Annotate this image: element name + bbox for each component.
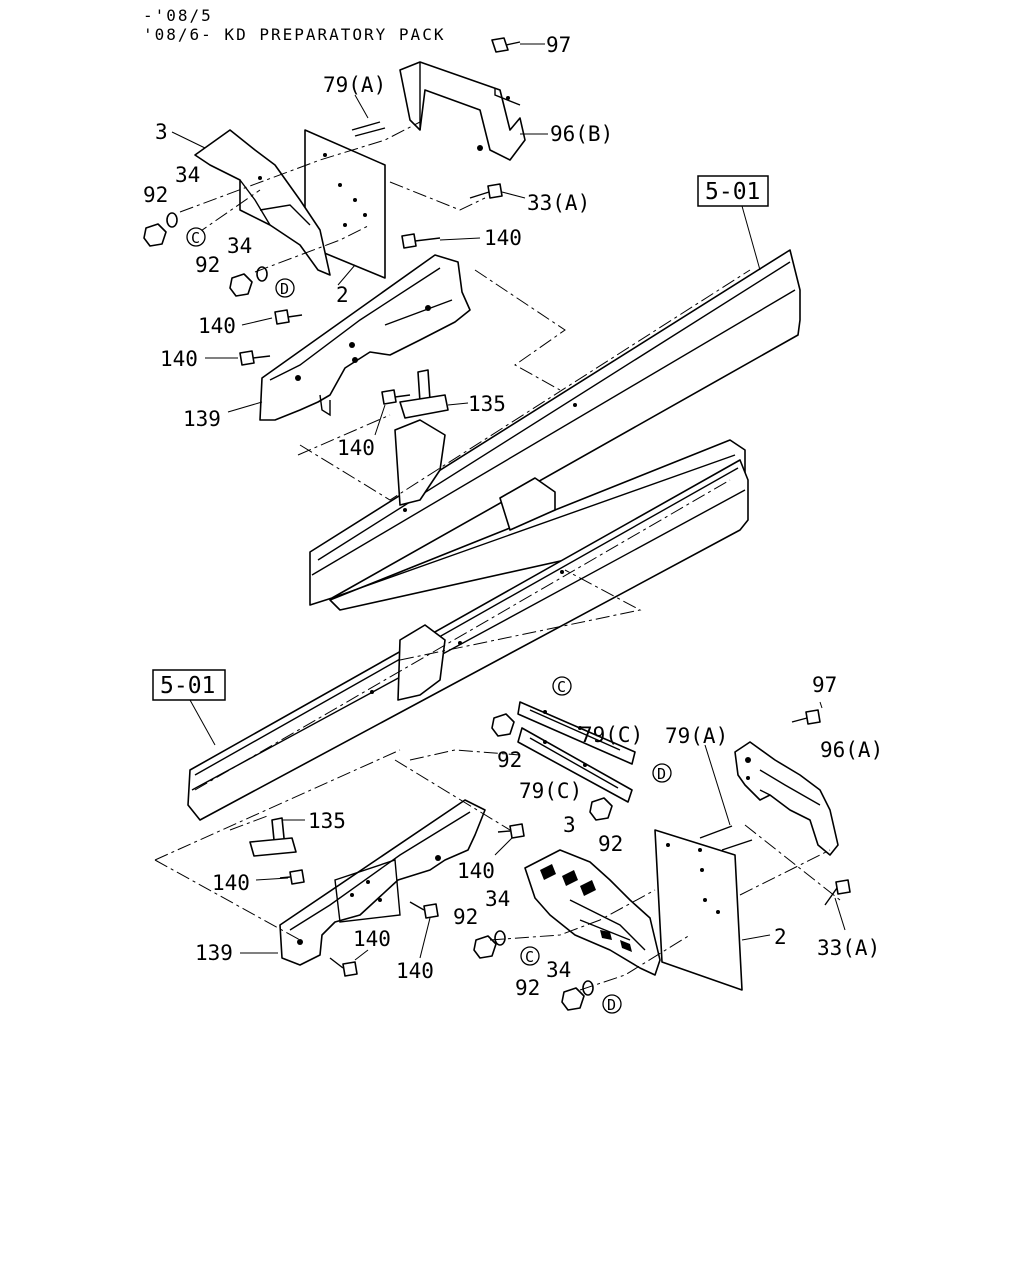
label-3-top: 3 [155,120,168,144]
label-92-bottom-d: 92 [515,976,540,1000]
marker-c-top: C [186,227,206,247]
mudguard-3-bottom [524,849,661,976]
label-33a-bottom: 33(A) [817,936,880,960]
label-140-bottom-c: 140 [353,927,391,951]
plates-79c [517,701,636,803]
label-139-top: 139 [183,407,221,431]
marker-c-bottom-2: C [520,946,540,966]
label-92-top-a: 92 [143,183,168,207]
ref-box-bottom[interactable]: 5-01 [152,669,226,746]
label-79a-bottom: 79(A) [665,724,728,748]
label-33a-top: 33(A) [527,191,590,215]
bolt-33a-bottom [824,879,851,931]
mudguard-3-top [194,129,331,276]
header-line-2: '08/6- KD PREPARATORY PACK [143,25,445,44]
label-92-bottom-c: 92 [453,905,478,929]
label-97-bottom: 97 [812,673,837,697]
marker-d-bottom-1: D [652,763,672,783]
label-34-top-a: 34 [175,163,200,187]
label-140-top-a: 140 [484,226,522,250]
bolts-140-top [205,233,481,436]
label-140-top-d: 140 [337,436,375,460]
label-140-bottom-a: 140 [457,859,495,883]
label-139-bottom: 139 [195,941,233,965]
assembly-lines-bottom [154,569,841,991]
bracket-139-top [259,254,471,421]
bracket-135-bottom [249,817,305,857]
marker-c-bottom-1: C [552,676,572,696]
label-34-bottom-a: 34 [485,887,510,911]
svg-text:C: C [525,948,534,966]
ref-label-bottom: 5-01 [160,673,215,699]
label-135-bottom: 135 [308,809,346,833]
fasteners-92-34-bottom [473,713,613,1011]
label-79c-bottom-b: 79(C) [519,779,582,803]
label-96b-top: 96(B) [550,122,613,146]
bracket-139-bottom [279,799,486,966]
bracket-96b-top [399,61,526,161]
bolt-97-bottom [791,701,823,725]
bolt-33a-top [469,183,526,199]
frame-rail-top [299,249,801,611]
label-96a-bottom: 96(A) [820,738,883,762]
svg-text:D: D [607,996,616,1014]
label-135-top: 135 [468,392,506,416]
stud-79a-top [351,94,386,137]
bracket-96a-bottom [734,741,839,856]
label-79a-top: 79(A) [323,73,386,97]
marker-d-top: D [275,278,295,298]
assembly-lines-top [179,121,566,456]
label-79c-bottom-a: 79(C) [580,723,643,747]
marker-d-bottom-2: D [602,994,622,1014]
fasteners-92-34-top [143,212,268,297]
plate-2-bottom [654,829,771,991]
bolts-140-bottom [255,823,525,977]
ref-label-top: 5-01 [705,179,760,205]
bolt-97-top [491,37,545,53]
label-140-top-c: 140 [160,347,198,371]
label-92-bottom-b: 92 [598,832,623,856]
label-140-bottom-b: 140 [212,871,250,895]
studs-79a-bottom [699,744,753,851]
label-92-top-b: 92 [195,253,220,277]
label-140-bottom-d: 140 [396,959,434,983]
label-92-bottom-a: 92 [497,748,522,772]
svg-text:D: D [657,765,666,783]
bracket-135-top [399,369,469,419]
ref-box-top[interactable]: 5-01 [697,175,769,271]
svg-text:C: C [191,229,200,247]
label-140-top-b: 140 [198,314,236,338]
label-97-top: 97 [546,33,571,57]
frame-rail-bottom [187,459,749,821]
label-3-bottom: 3 [563,813,576,837]
header-line-1: -'08/5 [143,6,213,25]
svg-text:D: D [280,280,289,298]
svg-text:C: C [557,678,566,696]
label-2-bottom: 2 [774,925,787,949]
label-34-bottom-b: 34 [546,958,571,982]
label-34-top-b: 34 [227,234,252,258]
label-2-top: 2 [336,283,349,307]
